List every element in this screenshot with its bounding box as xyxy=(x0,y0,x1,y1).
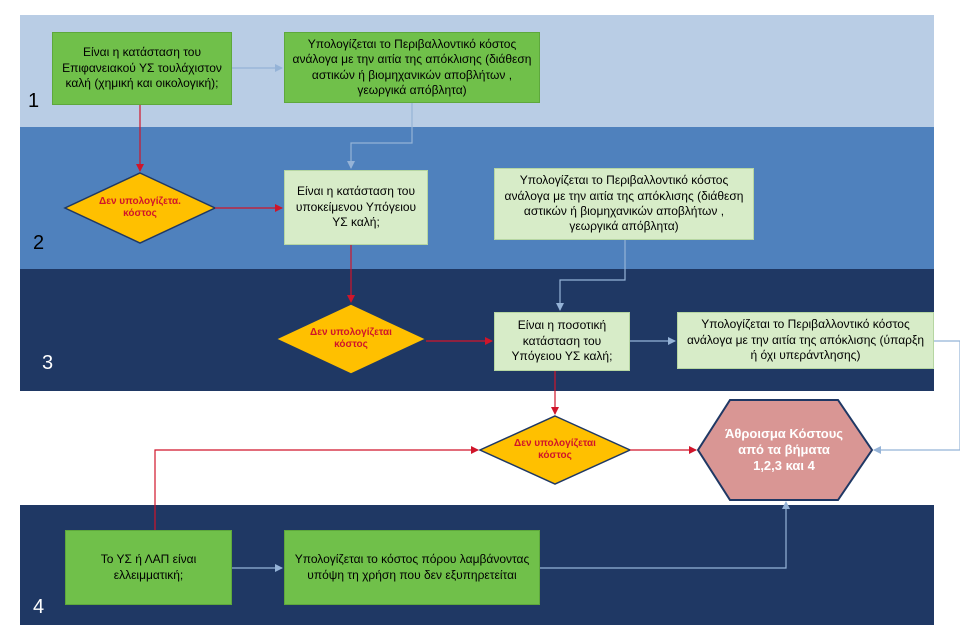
decision-diamond-1 xyxy=(63,172,217,244)
decision-label-3: Δεν υπολογίζεται κόστος xyxy=(514,438,596,461)
question-quantitative-status: Είναι η ποσοτική κατάσταση του Υπόγειου … xyxy=(494,312,630,371)
question-surface-status: Είναι η κατάσταση του Επιφανειακού ΥΣ το… xyxy=(52,32,232,105)
decision-diamond-3 xyxy=(478,415,632,485)
decision-label-2: Δεν υπολογίζεται κόστος xyxy=(310,327,392,350)
arrow-cost3-to-sum xyxy=(873,340,960,454)
cost-box-quantitative: Υπολογίζεται το Περιβαλλοντικό κόστος αν… xyxy=(677,312,934,369)
step-number-2: 2 xyxy=(33,232,45,254)
cost-box-resource: Υπολογίζεται το κόστος πόρου λαμβάνοντας… xyxy=(284,530,540,605)
sum-hexagon xyxy=(696,399,874,501)
arrow-q4-to-d3 xyxy=(154,446,479,530)
step-number-4: 4 xyxy=(33,596,45,618)
arrow-cost1-to-q2 xyxy=(347,103,413,169)
step-number-3: 3 xyxy=(42,352,54,374)
cost-box-surface: Υπολογίζεται το Περιβαλλοντικό κόστος αν… xyxy=(284,32,540,103)
sum-node-label: Άθροισμα Κόστους από τα βήματα 1,2,3 και… xyxy=(724,426,844,473)
decision-diamond-2 xyxy=(274,303,428,375)
cost-box-groundwater: Υπολογίζεται το Περιβαλλοντικό κόστος αν… xyxy=(494,168,754,240)
step-number-1: 1 xyxy=(28,90,40,112)
arrow-cost4-to-sum xyxy=(540,501,790,569)
question-groundwater-status: Είναι η κατάσταση του υποκείμενου Υπόγει… xyxy=(284,170,428,245)
decision-label-1: Δεν υπολογίζετα. κόστος xyxy=(99,196,181,219)
arrow-cost2-to-q3 xyxy=(556,240,626,311)
question-deficit: Το ΥΣ ή ΛΑΠ είναι ελλειμματική; xyxy=(65,530,232,605)
